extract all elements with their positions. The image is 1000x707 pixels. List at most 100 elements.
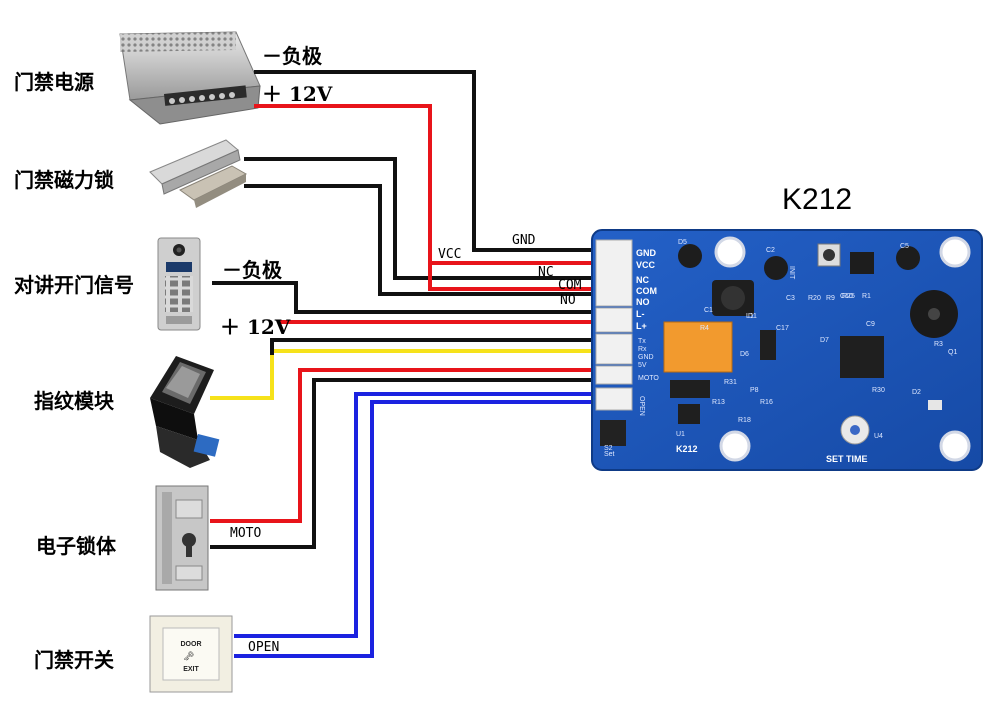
mount-hole — [714, 236, 746, 268]
component-designator: R3 — [934, 341, 943, 348]
component-designator: R1 — [862, 293, 871, 300]
label-maglock: 门禁磁力锁 — [14, 168, 114, 192]
wire-label-open: OPEN — [248, 640, 279, 655]
board-model-label: K212 — [676, 444, 698, 454]
wire-power-negative — [254, 70, 598, 252]
mcu-chip — [840, 336, 884, 378]
component-designator: D2 — [912, 389, 921, 396]
pin-rx: Rx — [638, 346, 647, 353]
component-designator: C3 — [786, 295, 795, 302]
wire-moto-black — [210, 378, 598, 549]
component-designator: R16 — [760, 399, 773, 406]
component-designator: L1 — [746, 313, 754, 320]
capacitor — [764, 256, 788, 280]
wire-fingerprint-yellow — [210, 349, 598, 400]
pin-vcc: VCC — [636, 260, 656, 270]
component-designator: D7 — [820, 337, 829, 344]
ic-chip — [678, 404, 700, 424]
label-fingerprint: 指纹模块 — [34, 389, 115, 413]
exit-button-text-exit: EXIT — [183, 666, 199, 673]
wire-maglock-b — [244, 184, 598, 296]
exit-button-image: DOOR 🗝 EXIT — [149, 615, 233, 693]
component-designator: D6 — [740, 351, 749, 358]
board-title: K212 — [782, 183, 852, 216]
led — [928, 400, 942, 410]
capacitor — [678, 244, 702, 268]
exit-button-text-door: DOOR — [181, 641, 202, 648]
relay — [663, 321, 733, 373]
component-designator: U4 — [874, 433, 883, 440]
component-designator: S2 — [604, 445, 613, 452]
mount-hole — [939, 236, 971, 268]
label-power: 门禁电源 — [14, 70, 94, 94]
pin-no: NO — [636, 297, 650, 307]
mount-hole — [719, 430, 751, 462]
terminal-connectors — [595, 239, 633, 446]
component-designator: R4 — [700, 325, 709, 332]
pin-lplus: L+ — [636, 321, 647, 331]
label-intercom-negative: －负极 — [222, 258, 283, 282]
wire-maglock-a — [244, 157, 598, 280]
pin-gnd2: GND — [638, 354, 654, 361]
pcb-set-label: Set — [604, 451, 615, 458]
wire-open-blue-a — [234, 392, 598, 638]
component-designator: C5 — [900, 243, 909, 250]
component-designator: R9 — [826, 295, 835, 302]
component-designator: R25 — [842, 293, 855, 300]
label-power-positive: ＋ 12V — [262, 82, 333, 106]
pin-tx: Tx — [638, 338, 646, 345]
label-intercom: 对讲开门信号 — [14, 273, 134, 297]
pin-open: OPEN — [638, 396, 645, 416]
mount-hole — [939, 430, 971, 462]
component-designator: C17 — [776, 325, 789, 332]
wire-label-gnd: GND — [512, 233, 536, 248]
pin-5v: 5V — [638, 362, 647, 369]
component-designator: R13 — [712, 399, 725, 406]
label-power-negative: －负极 — [262, 44, 323, 68]
component-designator: C2 — [766, 247, 775, 254]
key-icon: 🗝 — [183, 651, 194, 662]
lock-body-image — [155, 485, 209, 591]
ic-chip — [670, 380, 710, 398]
magnetic-lock-image — [149, 139, 248, 208]
component-designator: C10 — [840, 293, 853, 300]
component-designator: P8 — [750, 387, 759, 394]
label-intercom-positive: ＋ 12V — [220, 315, 291, 339]
component-designator: R20 — [808, 295, 821, 302]
pin-nc: NC — [636, 275, 649, 285]
intercom-panel-image — [157, 237, 201, 331]
fingerprint-module-image — [150, 356, 220, 468]
component-designator: D1 — [748, 313, 757, 320]
wires — [210, 70, 598, 658]
pin-lminus: L- — [636, 309, 645, 319]
component-designator: Q1 — [948, 349, 957, 356]
component-designator: C9 — [866, 321, 875, 328]
wire-label-nc: NC — [538, 265, 554, 280]
wire-label-vcc: VCC — [438, 247, 461, 262]
set-time-label: SET TIME — [826, 454, 868, 464]
component-designator: U1 — [676, 431, 685, 438]
wire-fingerprint-black — [270, 338, 598, 355]
wire-power-positive — [254, 104, 598, 265]
wire-label-moto: MOTO — [230, 526, 261, 541]
component-designator: R30 — [872, 387, 885, 394]
pin-moto: MOTO — [638, 375, 659, 382]
pin-gnd: GND — [636, 248, 657, 258]
k212-board: GND VCC NC COM NO L- L+ Tx Rx GND 5V MOT… — [591, 229, 983, 471]
regulator — [850, 252, 874, 274]
wire-intercom-negative — [212, 281, 598, 314]
wire-moto-red — [210, 368, 598, 523]
component-designator: R31 — [724, 379, 737, 386]
pin-com: COM — [636, 286, 657, 296]
component-designator: C1 — [704, 307, 713, 314]
init-label: INIT — [788, 266, 795, 280]
component-designator: R18 — [738, 417, 751, 424]
capacitor — [896, 246, 920, 270]
wire-open-blue-b — [234, 400, 598, 658]
label-lockbody: 电子锁体 — [36, 534, 117, 558]
wire-power-to-com — [428, 263, 598, 291]
power-supply-image — [119, 31, 261, 125]
component-designator: D5 — [678, 239, 687, 246]
wire-label-no: NO — [560, 293, 576, 308]
